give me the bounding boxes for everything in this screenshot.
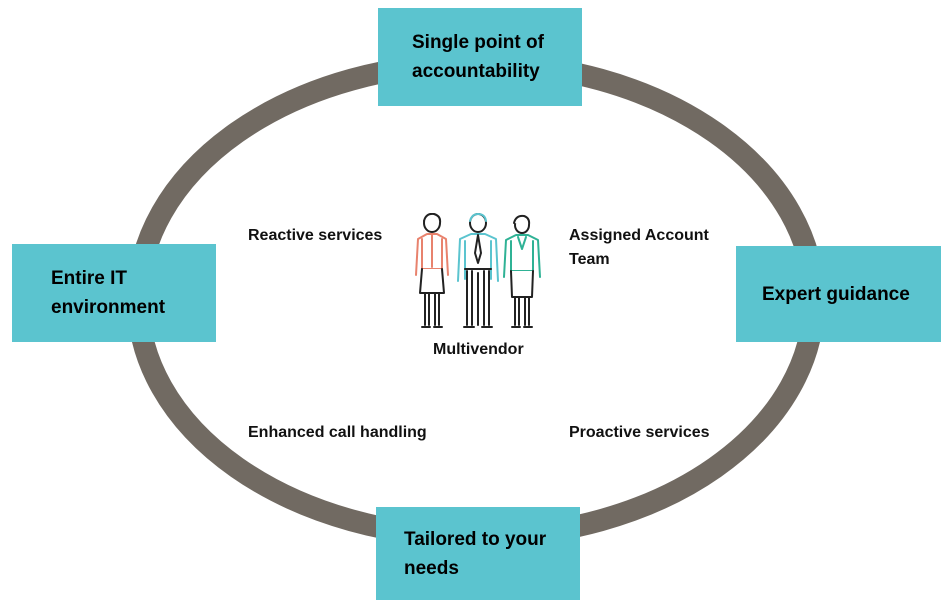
box-single-point-of-accountability: Single point of accountability bbox=[378, 8, 582, 106]
service-enhanced-call-handling: Enhanced call handling bbox=[248, 424, 427, 441]
box-right-label: Expert guidance bbox=[762, 283, 910, 305]
center-label: Multivendor bbox=[433, 341, 524, 358]
service-proactive: Proactive services bbox=[569, 424, 710, 441]
person-woman-2-icon bbox=[503, 214, 541, 328]
box-top-label: Single point of accountability bbox=[412, 32, 544, 82]
box-bottom-label: Tailored to your needs bbox=[404, 528, 547, 579]
box-entire-it-environment: Entire IT environment bbox=[12, 244, 216, 342]
people-group-icon bbox=[415, 213, 541, 328]
box-expert-guidance: Expert guidance bbox=[736, 246, 941, 342]
person-woman-icon bbox=[415, 213, 449, 328]
service-reactive: Reactive services bbox=[248, 227, 383, 244]
box-left-label: Entire IT environment bbox=[51, 268, 166, 318]
person-man-icon bbox=[457, 213, 499, 328]
service-assigned-account-team: Assigned Account Team bbox=[569, 227, 709, 268]
box-tailored-to-your-needs: Tailored to your needs bbox=[376, 507, 580, 600]
